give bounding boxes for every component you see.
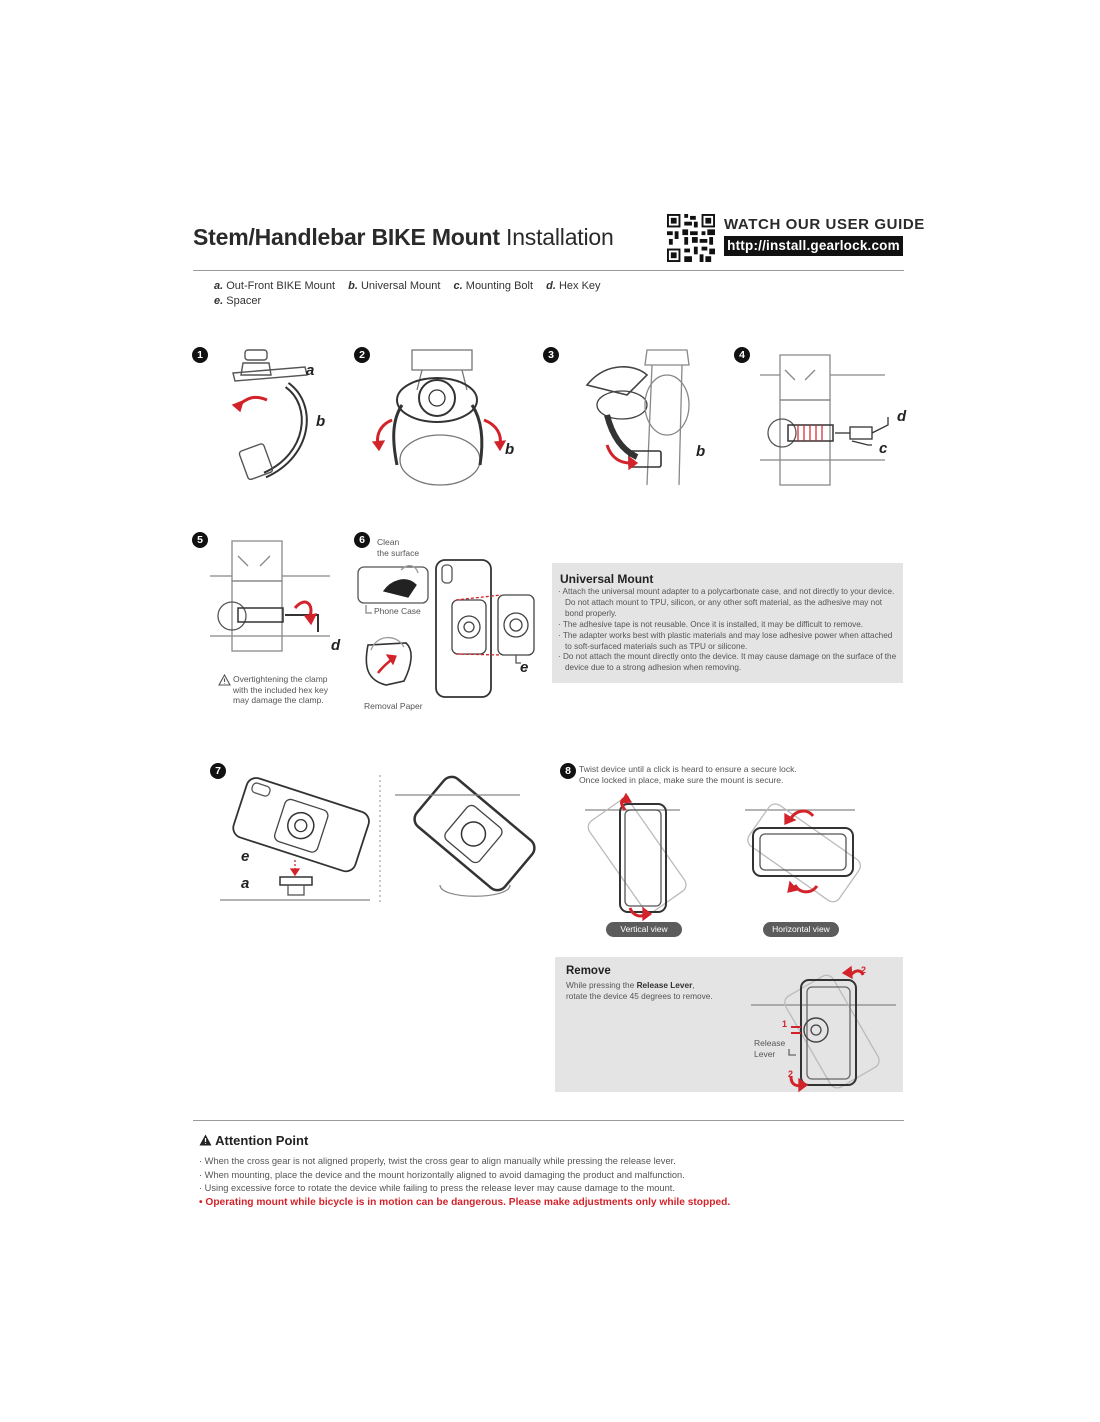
watch-guide-label: WATCH OUR USER GUIDE — [724, 216, 925, 233]
step-8-illustration — [585, 790, 855, 920]
step-5-warning: Overtightening the clamp with the includ… — [233, 674, 328, 706]
step-5-badge: 5 — [192, 532, 208, 548]
step-3-illustration — [567, 345, 697, 490]
page-title: Stem/Handlebar BIKE Mount Installation — [193, 224, 614, 251]
step-1-label-a: a — [306, 362, 314, 379]
list-item: · When mounting, place the device and th… — [199, 1169, 730, 1183]
step-6-label-e: e — [520, 659, 528, 676]
part-b: b. Universal Mount — [348, 280, 440, 292]
step-4-label-c: c — [879, 440, 887, 457]
part-a: a. Out-Front BIKE Mount — [214, 280, 335, 292]
safety-warning: • Operating mount while bicycle is in mo… — [199, 1196, 730, 1210]
step-7-label-a: a — [241, 875, 249, 892]
warning-triangle-icon — [199, 1134, 212, 1146]
remove-step-2-bottom: 2 — [788, 1069, 793, 1079]
step-1-badge: 1 — [192, 347, 208, 363]
step-8-badge: 8 — [560, 763, 576, 779]
step-8-instructions: Twist device until a click is heard to e… — [579, 764, 797, 785]
parts-list: a. Out-Front BIKE Mount b. Universal Mou… — [214, 279, 611, 308]
step-3-label-b: b — [696, 443, 705, 460]
remove-illustration — [751, 965, 901, 1091]
step-6-badge: 6 — [354, 532, 370, 548]
part-d: d. Hex Key — [546, 280, 600, 292]
remove-title: Remove — [566, 965, 611, 977]
step-2-label-b: b — [505, 441, 514, 458]
qr-code-icon[interactable] — [667, 213, 715, 263]
step-6-phone-case-label: Phone Case — [374, 606, 421, 617]
universal-mount-panel: Universal Mount · Attach the universal m… — [552, 563, 903, 683]
horizontal-view-badge: Horizontal view — [763, 922, 839, 937]
step-1-label-b: b — [316, 413, 325, 430]
step-4-badge: 4 — [734, 347, 750, 363]
step-2-badge: 2 — [354, 347, 370, 363]
step-7-label-e: e — [241, 848, 249, 865]
vertical-view-badge: Vertical view — [606, 922, 682, 937]
guide-url-link[interactable]: http://install.gearlock.com — [724, 236, 903, 256]
list-item: · The adhesive tape is not reusable. Onc… — [558, 620, 898, 631]
remove-instructions: While pressing the Release Lever, rotate… — [566, 980, 736, 1002]
attention-list: · When the cross gear is not aligned pro… — [199, 1155, 730, 1210]
list-item: · Do not attach the mount directly onto … — [558, 652, 898, 674]
release-lever-label: Release Lever — [754, 1038, 785, 1059]
step-3-badge: 3 — [543, 347, 559, 363]
universal-mount-list: · Attach the universal mount adapter to … — [558, 587, 898, 674]
part-e: e. Spacer — [214, 295, 261, 307]
attention-heading: Attention Point — [199, 1133, 308, 1148]
step-4-illustration — [760, 345, 900, 490]
warning-triangle-icon — [218, 674, 231, 686]
remove-step-1: 1 — [782, 1019, 787, 1029]
attention-title: Attention Point — [215, 1133, 308, 1148]
remove-panel: Remove While pressing the Release Lever,… — [555, 957, 903, 1092]
list-item: · When the cross gear is not aligned pro… — [199, 1155, 730, 1169]
step-5-label-d: d — [331, 637, 340, 654]
step-7-illustration — [220, 775, 540, 910]
list-item: · Attach the universal mount adapter to … — [558, 587, 898, 620]
part-c: c. Mounting Bolt — [454, 280, 534, 292]
universal-mount-title: Universal Mount — [560, 572, 653, 586]
step-5-illustration — [210, 536, 340, 654]
header-divider — [193, 270, 904, 271]
remove-step-2-top: 2 — [861, 965, 866, 975]
step-4-label-d: d — [897, 408, 906, 425]
attention-divider — [193, 1120, 904, 1121]
step-6-removal-paper-label: Removal Paper — [364, 701, 423, 712]
step-6-illustration — [356, 555, 531, 705]
step-2-illustration — [372, 350, 507, 490]
list-item: · Using excessive force to rotate the de… — [199, 1182, 730, 1196]
list-item: · The adapter works best with plastic ma… — [558, 631, 898, 653]
